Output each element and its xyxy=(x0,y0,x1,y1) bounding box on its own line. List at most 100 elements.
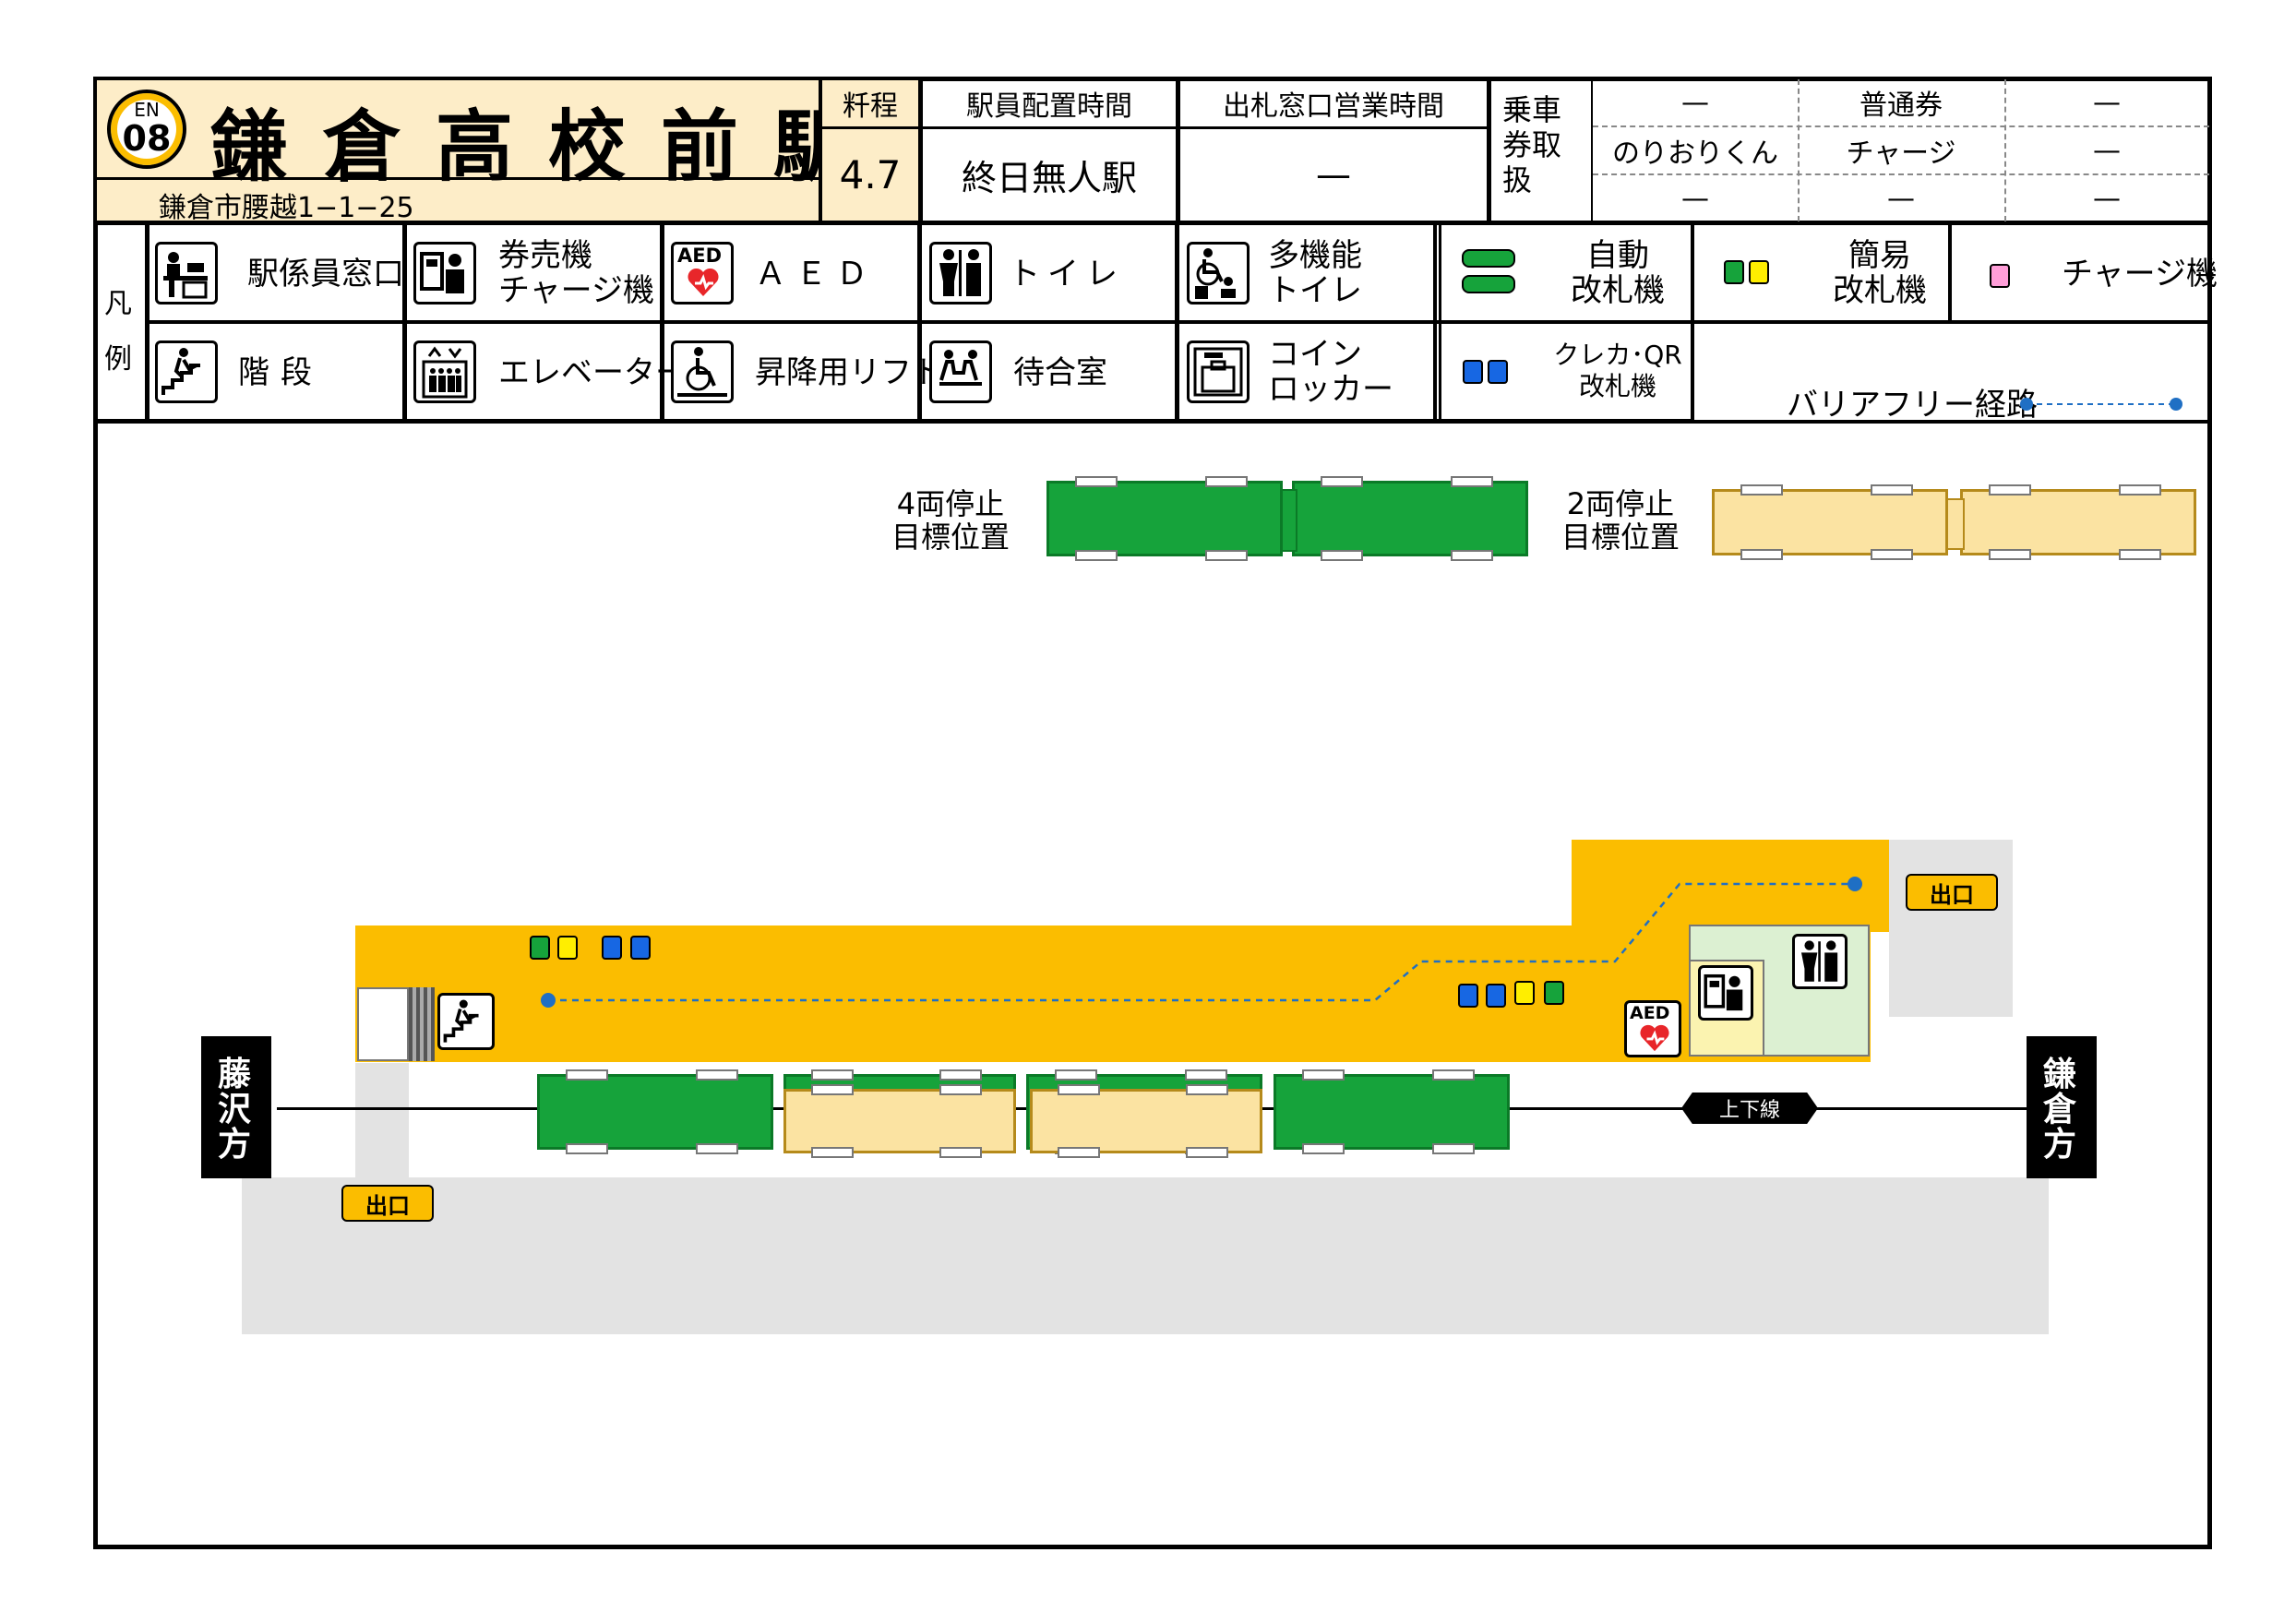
fare-divider xyxy=(820,126,920,129)
legend-label: 昇降用リフト xyxy=(755,354,943,391)
train-door xyxy=(566,1069,609,1081)
legend-double-rule xyxy=(1439,225,1441,421)
credit-qr-gate[interactable] xyxy=(1486,984,1506,1008)
right-direction-box xyxy=(2027,1036,2097,1178)
credit-qr-gate[interactable] xyxy=(1458,984,1478,1008)
legend-label-text: 自動 改札機 xyxy=(1571,237,1665,309)
waiting-room-icon xyxy=(929,340,992,403)
train-door xyxy=(1302,1069,1345,1081)
legend-label-text: 簡易 改札機 xyxy=(1833,237,1927,309)
staff-window-icon xyxy=(155,242,218,304)
four-car-stop-label: 4両停止 目標位置 xyxy=(877,487,1024,554)
train-door xyxy=(2119,484,2161,496)
simple-gate-green[interactable] xyxy=(1544,981,1564,1005)
simple-gate-green-icon xyxy=(1724,260,1744,284)
toilet-icon[interactable] xyxy=(1792,934,1848,989)
simple-gate-green[interactable] xyxy=(530,936,550,960)
train-door xyxy=(939,1147,982,1158)
barrier-free-route-sample xyxy=(2020,398,2182,411)
exit-sign[interactable]: 出口 xyxy=(1906,874,1998,911)
train-door xyxy=(1740,549,1784,560)
train-door xyxy=(696,1069,738,1081)
train-car-cream xyxy=(783,1084,1016,1158)
staff-divider xyxy=(921,126,1178,129)
stairs-icon xyxy=(155,340,218,403)
charge-machine-icon xyxy=(1990,264,2010,288)
legend-label: 階段 xyxy=(238,354,323,391)
train-door xyxy=(1205,476,1248,487)
ticket-cell: — xyxy=(2093,134,2121,167)
aed-icon-text: AED xyxy=(677,245,723,267)
legend-title-text: 凡例 xyxy=(104,288,132,376)
right-direction-label: 鎌倉方 xyxy=(2043,1057,2080,1163)
legend-label-text: 券売機 チャージ機 xyxy=(498,237,654,309)
simple-gate-yellow-icon xyxy=(1749,260,1769,284)
train-door xyxy=(1186,1084,1228,1095)
legend-bottom-rule xyxy=(93,420,2212,424)
legend-label-text: コイン ロッカー xyxy=(1268,336,1393,408)
train-door xyxy=(1055,1069,1098,1081)
train-door xyxy=(1989,484,2032,496)
legend-label: 待合室 xyxy=(1013,354,1107,391)
ticket-cell: — xyxy=(1681,182,1709,215)
simple-gate-yellow[interactable] xyxy=(557,936,578,960)
ticket-handling-label: 乗車券取扱 xyxy=(1502,92,1561,197)
fare-distance-label: 粁程 xyxy=(843,90,898,123)
train-door xyxy=(2119,549,2161,560)
legend-label: 自動 改札機 xyxy=(1549,238,1687,308)
stairs-icon[interactable] xyxy=(437,993,495,1050)
train-door xyxy=(1432,1143,1475,1154)
ticket-cell: 普通券 xyxy=(1860,90,1943,122)
street-area xyxy=(242,1177,2049,1334)
legend-label: 多機能 トイレ xyxy=(1268,238,1362,308)
ticket-cell: のりおりくん xyxy=(1612,137,1778,170)
window-divider xyxy=(1178,126,1489,129)
staff-hours-value: 終日無人駅 xyxy=(961,157,1137,198)
two-car-stop-label: 2両停止 目標位置 xyxy=(1547,487,1694,554)
train-door xyxy=(1185,1069,1227,1081)
multipurpose-toilet-icon xyxy=(1187,242,1250,304)
simple-gate-yellow[interactable] xyxy=(1514,981,1535,1005)
aed-icon[interactable]: AED xyxy=(1624,1000,1681,1057)
credit-qr-gate-icon xyxy=(1488,360,1508,384)
toilet-icon xyxy=(929,242,992,304)
train-door xyxy=(1451,550,1493,561)
ticket-handling-sep xyxy=(1591,78,1593,222)
barrier-free-label: バリアフリー経路 xyxy=(1787,387,2038,424)
ticket-machine-icon xyxy=(413,242,476,304)
train-car-green xyxy=(1274,1069,1510,1154)
legend-cell xyxy=(1948,221,2212,324)
legend-label: ＡＥＤ xyxy=(755,256,877,293)
left-direction-box xyxy=(201,1036,271,1178)
two-car-train-car xyxy=(1960,484,2196,560)
barrier-free-route xyxy=(541,877,1862,1008)
credit-qr-gate[interactable] xyxy=(602,936,622,960)
ticket-cell: チャージ xyxy=(1846,137,1956,170)
exit-sign[interactable]: 出口 xyxy=(341,1185,434,1222)
ticket-machine-icon[interactable] xyxy=(1698,965,1753,1021)
train-door xyxy=(1989,549,2032,560)
stairs-block xyxy=(409,987,435,1061)
station-number: 08 xyxy=(122,118,172,159)
legend-label: 簡易 改札機 xyxy=(1811,238,1949,308)
train-door xyxy=(1302,1143,1345,1154)
header-divider xyxy=(96,177,819,180)
legend-label-text: クレカ･QR 改札機 xyxy=(1553,340,1682,401)
train-door xyxy=(1186,1147,1228,1158)
two-car-stop-text: 2両停止 目標位置 xyxy=(1561,486,1680,555)
exit-label: 出口 xyxy=(1930,881,1974,908)
station-address: 鎌倉市腰越1−1−25 xyxy=(159,192,414,224)
left-direction-text: 藤沢方 xyxy=(218,1056,252,1164)
car-coupler xyxy=(1281,489,1297,552)
train-door xyxy=(1075,550,1118,561)
credit-qr-gate-icon xyxy=(1463,360,1483,384)
legend-title: 凡例 xyxy=(104,277,136,388)
line-code: EN xyxy=(134,99,160,121)
train-door xyxy=(811,1084,855,1095)
credit-qr-gate[interactable] xyxy=(630,936,651,960)
train-door xyxy=(1058,1084,1101,1095)
train-door xyxy=(811,1069,855,1081)
staff-hours-label: 駅員配置時間 xyxy=(966,90,1132,123)
car-coupler xyxy=(1946,498,1965,550)
elevator-icon xyxy=(413,340,476,403)
